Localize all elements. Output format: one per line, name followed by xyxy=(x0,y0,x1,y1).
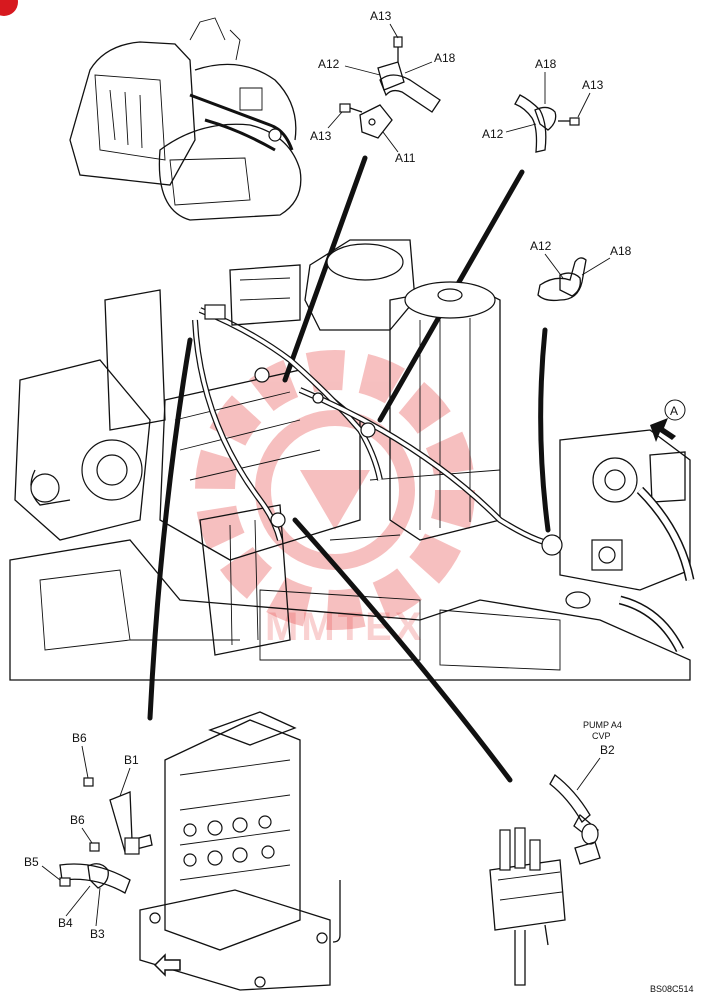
label-a13-mid: A13 xyxy=(582,78,604,92)
clamp-detail-a18-upper xyxy=(514,94,580,153)
label-a12-mid: A12 xyxy=(482,127,504,141)
label-b6-top: B6 xyxy=(72,731,87,745)
label-a12-right: A12 xyxy=(530,239,552,253)
front-direction-arrow-icon xyxy=(153,953,181,977)
label-a13-top: A13 xyxy=(370,9,392,23)
control-valve-assembly xyxy=(59,711,341,991)
label-b2: B2 xyxy=(600,743,615,757)
label-b1: B1 xyxy=(124,753,139,767)
label-a18-mid: A18 xyxy=(535,57,557,71)
clamp-detail-a11 xyxy=(339,36,441,139)
excavator-overview-illustration xyxy=(69,17,302,221)
pointer-line-a18-lower xyxy=(538,327,551,533)
clamp-detail-a18-lower xyxy=(537,257,587,302)
label-a18-right: A18 xyxy=(610,244,632,258)
label-a18-top: A18 xyxy=(434,51,456,65)
page-marker-badge xyxy=(0,0,18,16)
pointer-line-a11 xyxy=(282,155,368,383)
label-a13-left: A13 xyxy=(310,129,332,143)
label-a12-top: A12 xyxy=(318,57,340,71)
view-direction-arrow-icon xyxy=(650,418,676,442)
label-pump-a4: PUMP A4 xyxy=(583,720,622,730)
view-a-marker xyxy=(650,399,686,442)
label-b5: B5 xyxy=(24,855,39,869)
label-b3: B3 xyxy=(90,927,105,941)
pump-connector-detail xyxy=(489,774,601,986)
drawing-code: BS08C514 xyxy=(650,984,694,994)
pointer-line-b2 xyxy=(292,517,513,783)
label-b4: B4 xyxy=(58,916,73,930)
pointer-line-b1 xyxy=(147,337,193,721)
watermark-text: MMTEX xyxy=(265,605,424,649)
label-b6-mid: B6 xyxy=(70,813,85,827)
machine-frame-assembly xyxy=(9,239,695,681)
label-a11: A11 xyxy=(395,151,416,165)
label-cvp: CVP xyxy=(592,731,611,741)
label-view-a: A xyxy=(670,404,678,418)
